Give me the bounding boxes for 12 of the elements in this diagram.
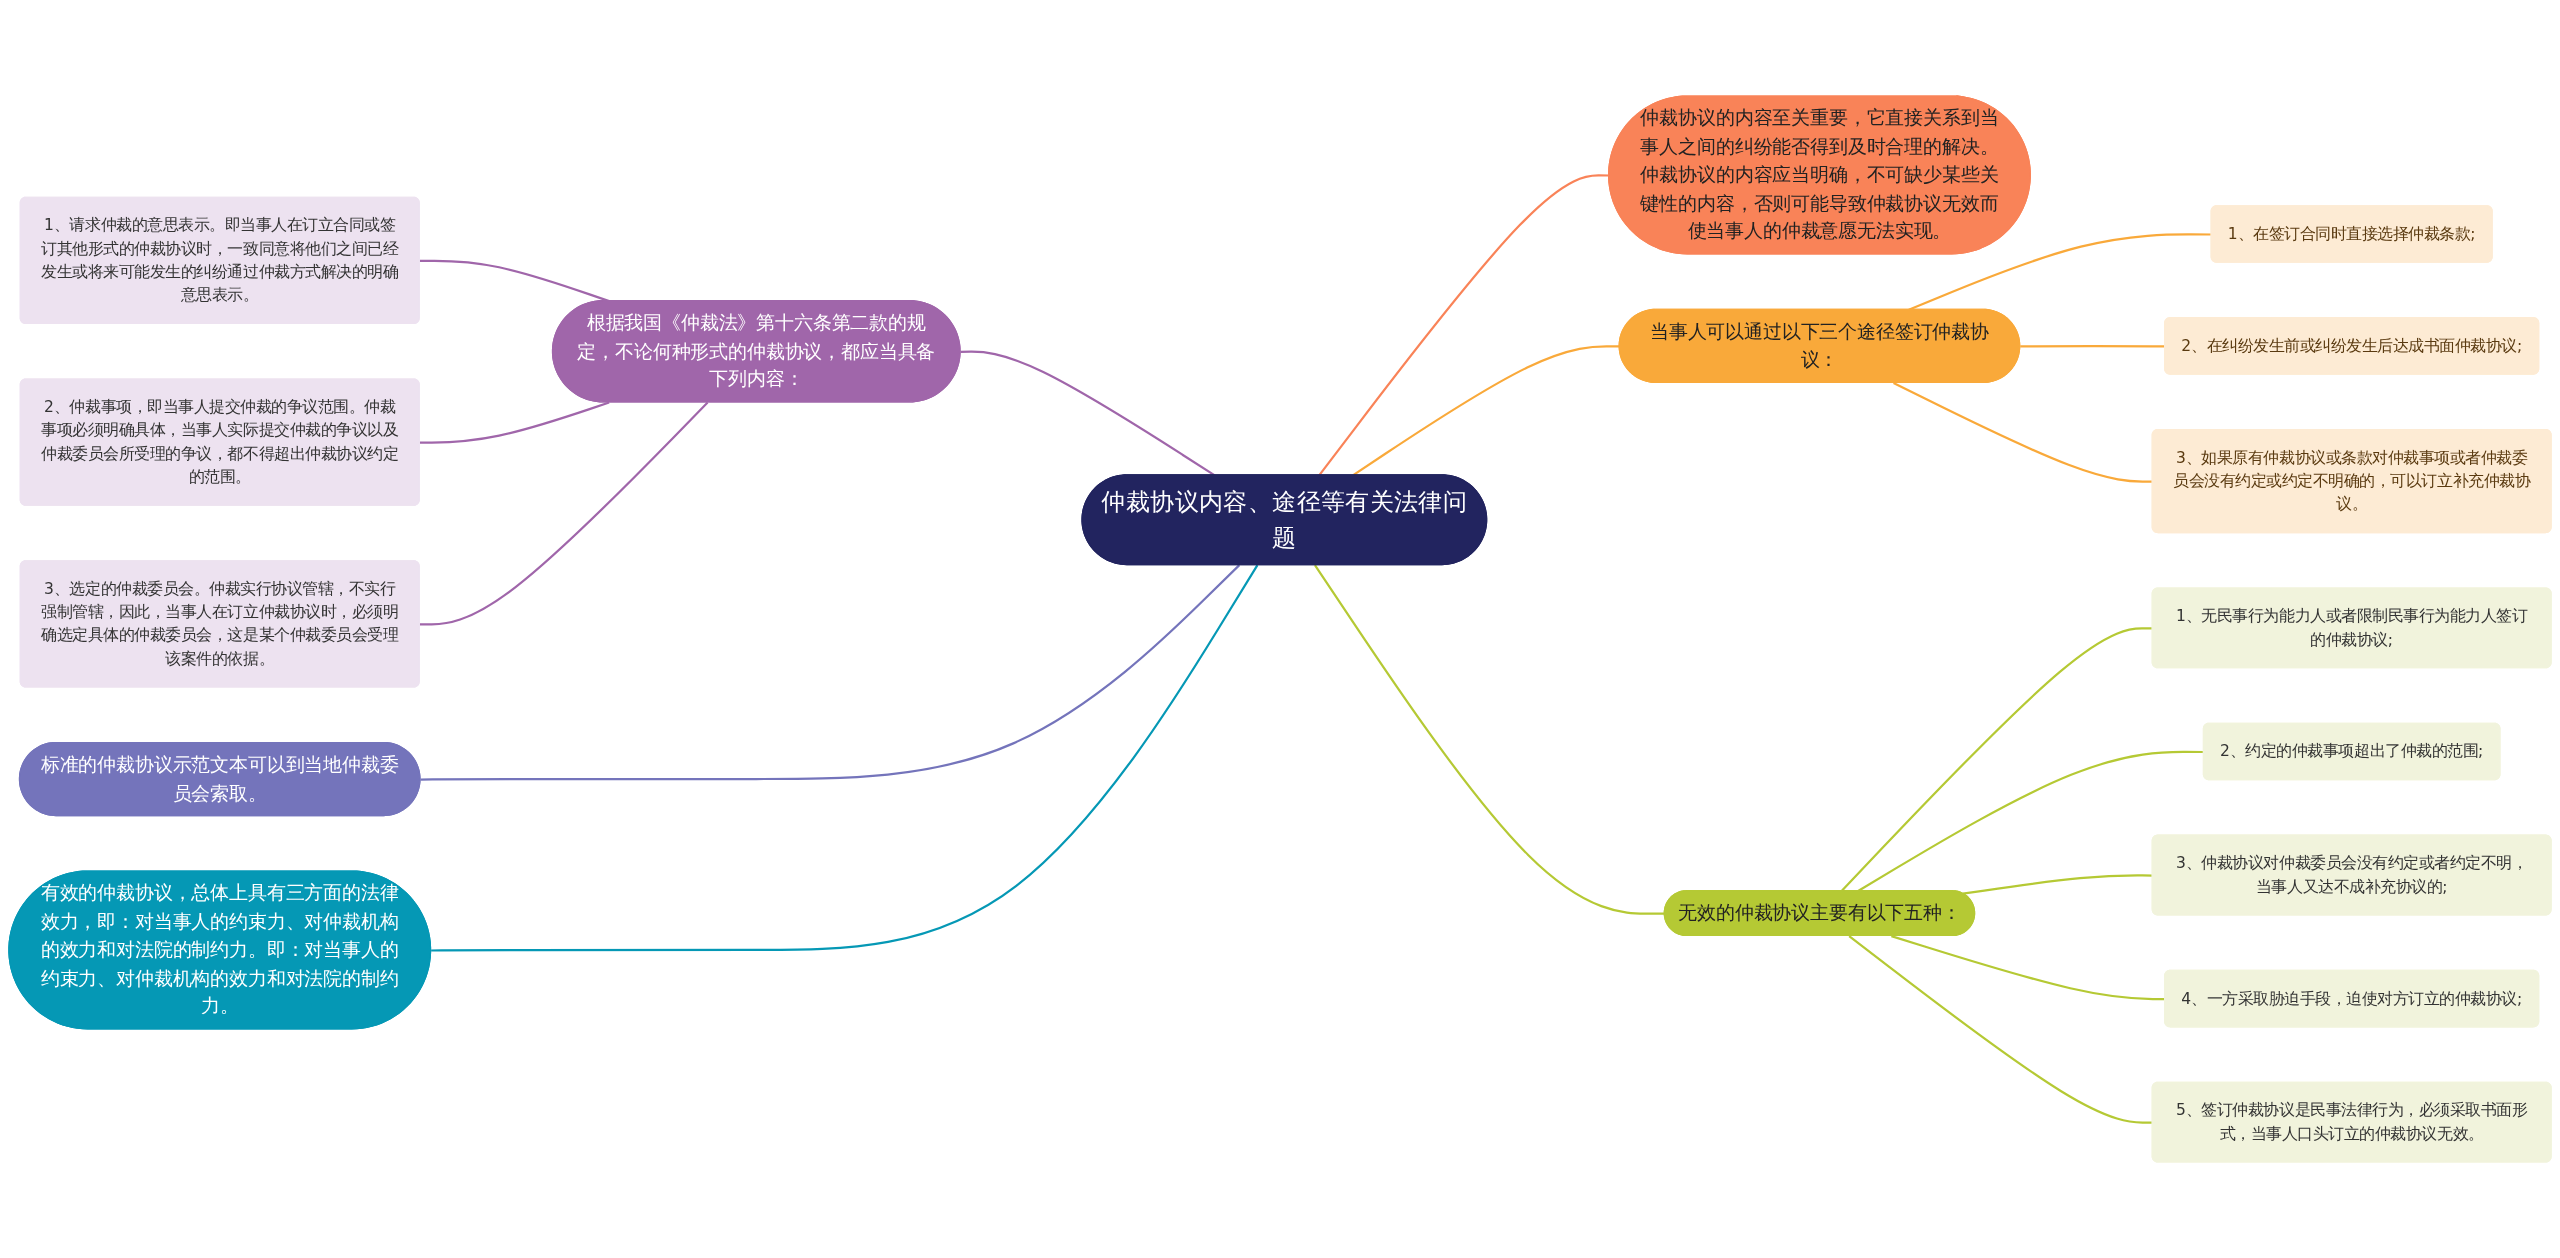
connector [1314,564,1665,915]
connector [1893,382,2153,483]
connector [1962,874,2153,895]
connector [1857,750,2204,893]
connector [1848,935,2153,1124]
connector [419,259,610,303]
connector [431,564,1259,952]
connector [420,564,1241,781]
connector [1840,627,2153,892]
connector [1908,233,2212,311]
connector [419,401,610,444]
connector [419,401,709,626]
